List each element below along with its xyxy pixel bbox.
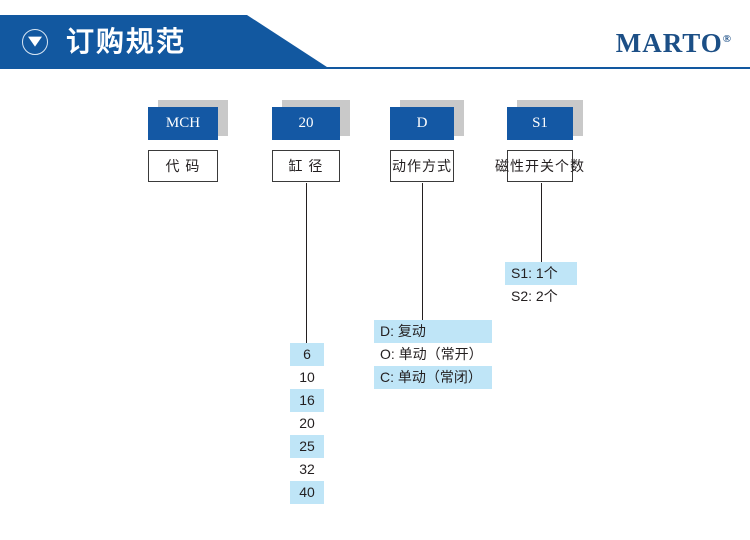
- list-item[interactable]: S1: 1个: [505, 262, 577, 285]
- code-chip[interactable]: D: [390, 107, 454, 140]
- column-label-box: 动作方式: [390, 150, 454, 182]
- option-list-switch: S1: 1个 S2: 2个: [505, 262, 577, 308]
- list-item[interactable]: 40: [290, 481, 324, 504]
- brand-name: MARTO: [615, 28, 723, 58]
- code-chip[interactable]: 20: [272, 107, 340, 140]
- connector-line-switch: [541, 183, 542, 262]
- list-item[interactable]: 20: [299, 415, 315, 431]
- code-chip[interactable]: S1: [507, 107, 573, 140]
- code-chip-wrapper: S1: [507, 100, 583, 140]
- page-title: 订购规范: [66, 26, 187, 57]
- list-item[interactable]: S2: 2个: [511, 288, 558, 304]
- column-label-box: 代 码: [148, 150, 218, 182]
- column-label-box: 磁性开关个数: [495, 150, 584, 182]
- code-chip-wrapper: 20: [272, 100, 350, 140]
- header-divider-line: [264, 67, 750, 69]
- code-chip-wrapper: MCH: [148, 100, 228, 140]
- list-item[interactable]: D: 复动: [374, 320, 492, 343]
- option-list-action: D: 复动 O: 单动（常开） C: 单动（常闭）: [374, 320, 492, 389]
- option-list-bore: 6 10 16 20 25 32 40: [290, 343, 324, 504]
- spec-column-code: MCH 代 码: [148, 100, 228, 182]
- brand-logo: MARTO®: [616, 28, 732, 59]
- spec-column-action: D 动作方式: [390, 100, 464, 182]
- list-item[interactable]: 32: [299, 461, 315, 477]
- list-item[interactable]: O: 单动（常开）: [380, 346, 483, 362]
- spec-column-bore: 20 缸 径: [272, 100, 350, 182]
- spec-column-switch: S1 磁性开关个数: [495, 100, 584, 182]
- list-item[interactable]: 25: [290, 435, 324, 458]
- list-item[interactable]: 10: [299, 369, 315, 385]
- list-item[interactable]: C: 单动（常闭）: [374, 366, 492, 389]
- column-label-box: 缸 径: [272, 150, 340, 182]
- brand-trademark: ®: [722, 33, 732, 45]
- code-chip[interactable]: MCH: [148, 107, 218, 140]
- connector-line-action: [422, 183, 423, 320]
- connector-line-bore: [306, 183, 307, 343]
- list-item[interactable]: 6: [290, 343, 324, 366]
- list-item[interactable]: 16: [290, 389, 324, 412]
- page-header: 订购规范: [0, 15, 750, 69]
- code-chip-wrapper: D: [390, 100, 464, 140]
- triangle-down-icon: [22, 29, 48, 55]
